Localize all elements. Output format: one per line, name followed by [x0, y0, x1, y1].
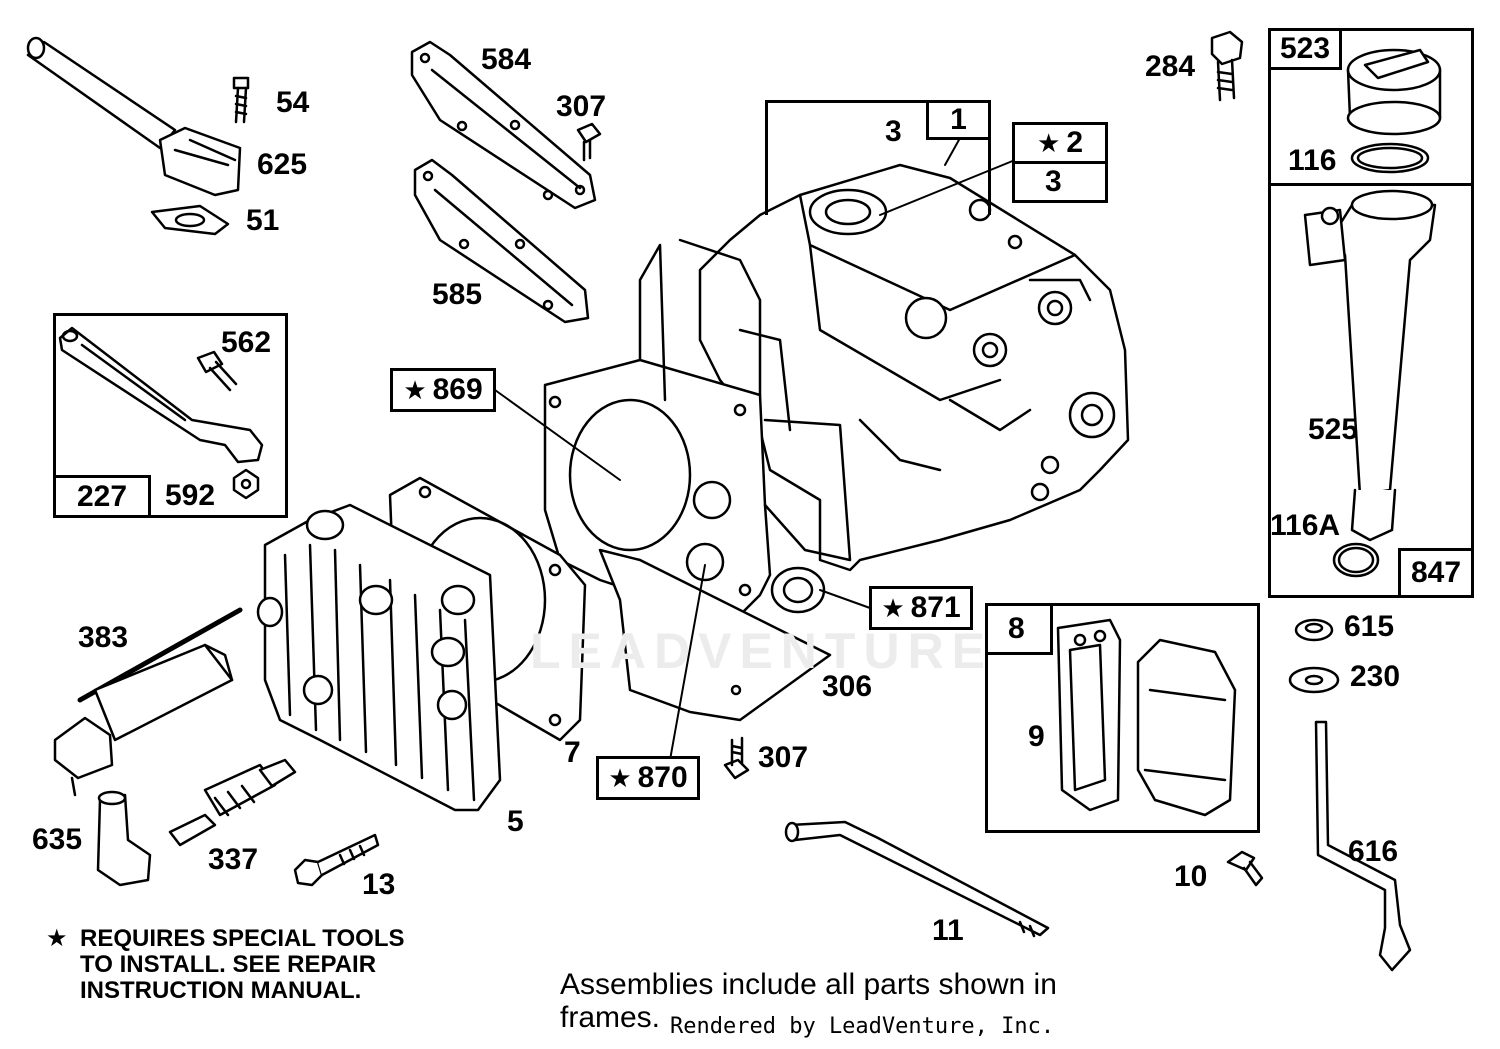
frame-label-3: 3: [1012, 161, 1108, 203]
star-icon: ★: [403, 375, 427, 405]
label-116: 116: [1288, 144, 1337, 177]
watermark: LEADVENTURE: [530, 623, 994, 679]
part-615-grommet: [1294, 618, 1334, 642]
part-616-rod: [1314, 720, 1412, 972]
label-562: 562: [221, 326, 272, 359]
part-crankcase-block: [698, 163, 1130, 572]
label-635: 635: [32, 823, 83, 856]
label-230: 230: [1350, 660, 1401, 693]
part-11-rod: [784, 820, 1050, 938]
label-10: 10: [1174, 860, 1208, 893]
note-line-3: INSTRUCTION MANUAL.: [80, 977, 362, 1004]
label-383: 383: [78, 621, 129, 654]
label-306: 306: [822, 670, 873, 703]
part-8-breather-cover: [1136, 638, 1237, 817]
label-625: 625: [257, 148, 308, 181]
part-116a-o-ring: [1332, 542, 1380, 578]
special-tools-note: ★ REQUIRES SPECIAL TOOLS TO INSTALL. SEE…: [46, 926, 405, 1004]
part-525-fill-tube: [1303, 189, 1437, 542]
part-9-breather-gasket: [1056, 618, 1122, 812]
label-592: 592: [165, 479, 216, 512]
part-284-bolt: [1210, 30, 1244, 102]
part-562-screw: [196, 350, 238, 392]
label-525: 525: [1308, 413, 1359, 446]
label-116a: 116A: [1270, 509, 1341, 542]
part-230-washer: [1288, 666, 1340, 694]
label-615: 615: [1344, 610, 1395, 643]
label-2: 2: [1066, 126, 1083, 159]
part-13-bolt: [293, 833, 380, 887]
label-3: 3: [885, 115, 902, 148]
frame-label-8: 8: [985, 603, 1053, 655]
label-54: 54: [276, 86, 310, 119]
assemblies-line-1: Assemblies include all parts shown in: [560, 968, 1057, 1001]
label-284: 284: [1145, 50, 1196, 83]
label-337: 337: [208, 843, 259, 876]
part-592-nut: [232, 468, 260, 500]
part-383-ignition-lead: [53, 607, 243, 797]
part-307b-screw: [723, 736, 750, 780]
label-871: 871: [910, 591, 961, 624]
part-584-gasket: [410, 40, 597, 210]
label-307b: 307: [758, 741, 809, 774]
frame-label-847: 847: [1398, 548, 1474, 598]
part-5-cylinder-head: [256, 503, 502, 812]
part-306-gasket: [598, 548, 832, 722]
part-585-gasket: [413, 158, 590, 324]
note-line-1: REQUIRES SPECIAL TOOLS: [80, 925, 405, 952]
label-7: 7: [564, 736, 581, 769]
part-227-bracket: [58, 326, 264, 464]
frame-assembly-523: [1268, 28, 1474, 186]
label-307: 307: [556, 90, 607, 123]
star-icon: ★: [608, 763, 632, 793]
label-870: 870: [637, 761, 688, 794]
frame-label-869: ★869: [390, 368, 496, 412]
part-51-gasket: [150, 204, 230, 236]
frame-label-1: 1: [926, 100, 991, 140]
star-icon: ★: [46, 925, 68, 952]
label-584: 584: [481, 43, 532, 76]
frame-label-870: ★870: [596, 756, 700, 800]
frame-label-2: ★2: [1012, 122, 1108, 164]
label-51: 51: [246, 204, 280, 237]
frame-assembly-8: [985, 603, 1260, 833]
label-5: 5: [507, 805, 524, 838]
assemblies-note: Assemblies include all parts shown in fr…: [560, 968, 1057, 1034]
part-625-breather-tube: [26, 36, 242, 197]
label-616: 616: [1348, 835, 1399, 868]
label-11: 11: [932, 914, 964, 947]
part-54-screw: [232, 76, 250, 124]
frame-label-871: ★871: [869, 586, 973, 630]
frame-label-523: 523: [1268, 28, 1342, 70]
note-line-2: TO INSTALL. SEE REPAIR: [80, 951, 377, 978]
label-9: 9: [1028, 720, 1045, 753]
label-13: 13: [362, 868, 396, 901]
assemblies-line-2: frames.: [560, 1001, 661, 1034]
star-icon: ★: [881, 593, 905, 623]
part-635-spark-plug-boot: [96, 790, 152, 887]
rendered-by-credit: Rendered by LeadVenture, Inc.: [670, 1014, 1055, 1039]
part-10-screw: [1226, 850, 1264, 887]
star-icon: ★: [1037, 128, 1061, 158]
part-116-o-ring: [1350, 142, 1430, 174]
frame-assembly-227: [53, 313, 288, 518]
frame-assembly-1: [765, 100, 991, 215]
part-307-screw: [576, 122, 602, 162]
part-523-cap: [1346, 48, 1442, 136]
frame-label-227: 227: [53, 475, 151, 518]
leader-lines: [494, 137, 1016, 761]
label-869: 869: [432, 373, 483, 406]
part-337-spark-plug: [168, 758, 297, 847]
label-585: 585: [432, 278, 483, 311]
